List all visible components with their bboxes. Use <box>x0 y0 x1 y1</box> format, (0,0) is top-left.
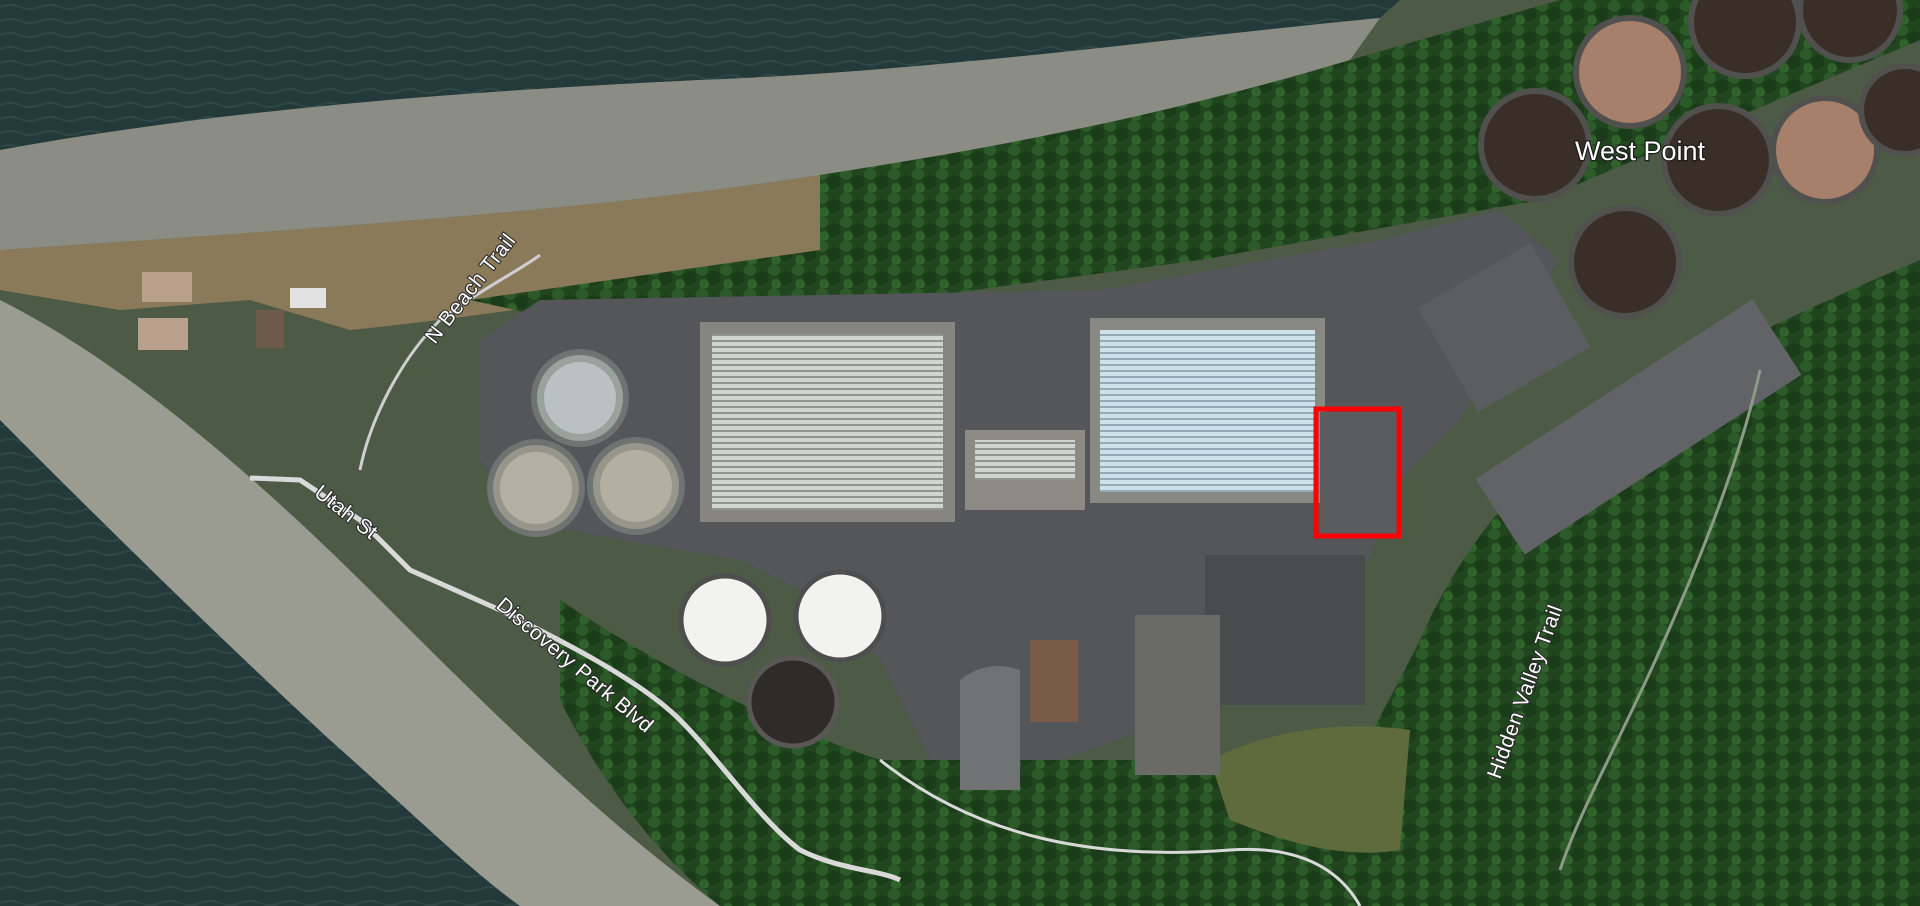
tank-ne-2 <box>1688 0 1802 79</box>
label-west-point: West Point <box>1575 136 1706 166</box>
meadow <box>1210 726 1410 853</box>
path-n-beach-trail <box>358 253 541 471</box>
house-3 <box>256 310 284 348</box>
tank-ne-6 <box>1568 205 1682 319</box>
building-east-long <box>1475 299 1802 555</box>
tank-ne-8 <box>1858 63 1920 157</box>
highlight-rectangle <box>1313 406 1402 539</box>
beach-top <box>0 18 1380 250</box>
forest-south <box>560 600 1330 906</box>
path-hidden-valley-trail <box>1558 369 1762 871</box>
forest-east <box>1300 260 1920 906</box>
house-1 <box>142 272 192 302</box>
digester-tank-1 <box>678 573 772 667</box>
beach-bottom <box>0 300 720 906</box>
highlighted-building <box>1320 412 1398 534</box>
filter-roof-east <box>1100 330 1315 492</box>
building-south-large <box>1205 555 1365 705</box>
tank-ne-5 <box>1770 95 1880 205</box>
filter-roof-west <box>712 334 943 510</box>
path-utah-st <box>249 475 502 613</box>
clarifier-tank-3-inner <box>600 450 672 522</box>
clarifier-tank-2-inner <box>500 452 572 524</box>
digester-tank-2 <box>793 569 887 663</box>
path-loop-south <box>879 758 1362 906</box>
tank-ne-7 <box>1797 0 1903 63</box>
tank-ne-1 <box>1573 15 1687 129</box>
visitor-center <box>960 666 1020 790</box>
house-2 <box>138 318 188 350</box>
annex-roof <box>975 440 1075 480</box>
parking-lot-east <box>1418 243 1591 412</box>
forest-north <box>470 0 1920 320</box>
building-south-small <box>1030 640 1078 722</box>
clarifier-tank-1-inner <box>544 362 616 434</box>
water-top <box>0 0 1400 150</box>
digester-tank-3 <box>746 655 840 749</box>
path-discovery-park-blvd <box>498 607 902 883</box>
water-bottom <box>0 420 520 906</box>
building-south-mid <box>1135 615 1220 775</box>
house-4 <box>290 288 326 308</box>
tank-ne-3 <box>1478 88 1592 202</box>
